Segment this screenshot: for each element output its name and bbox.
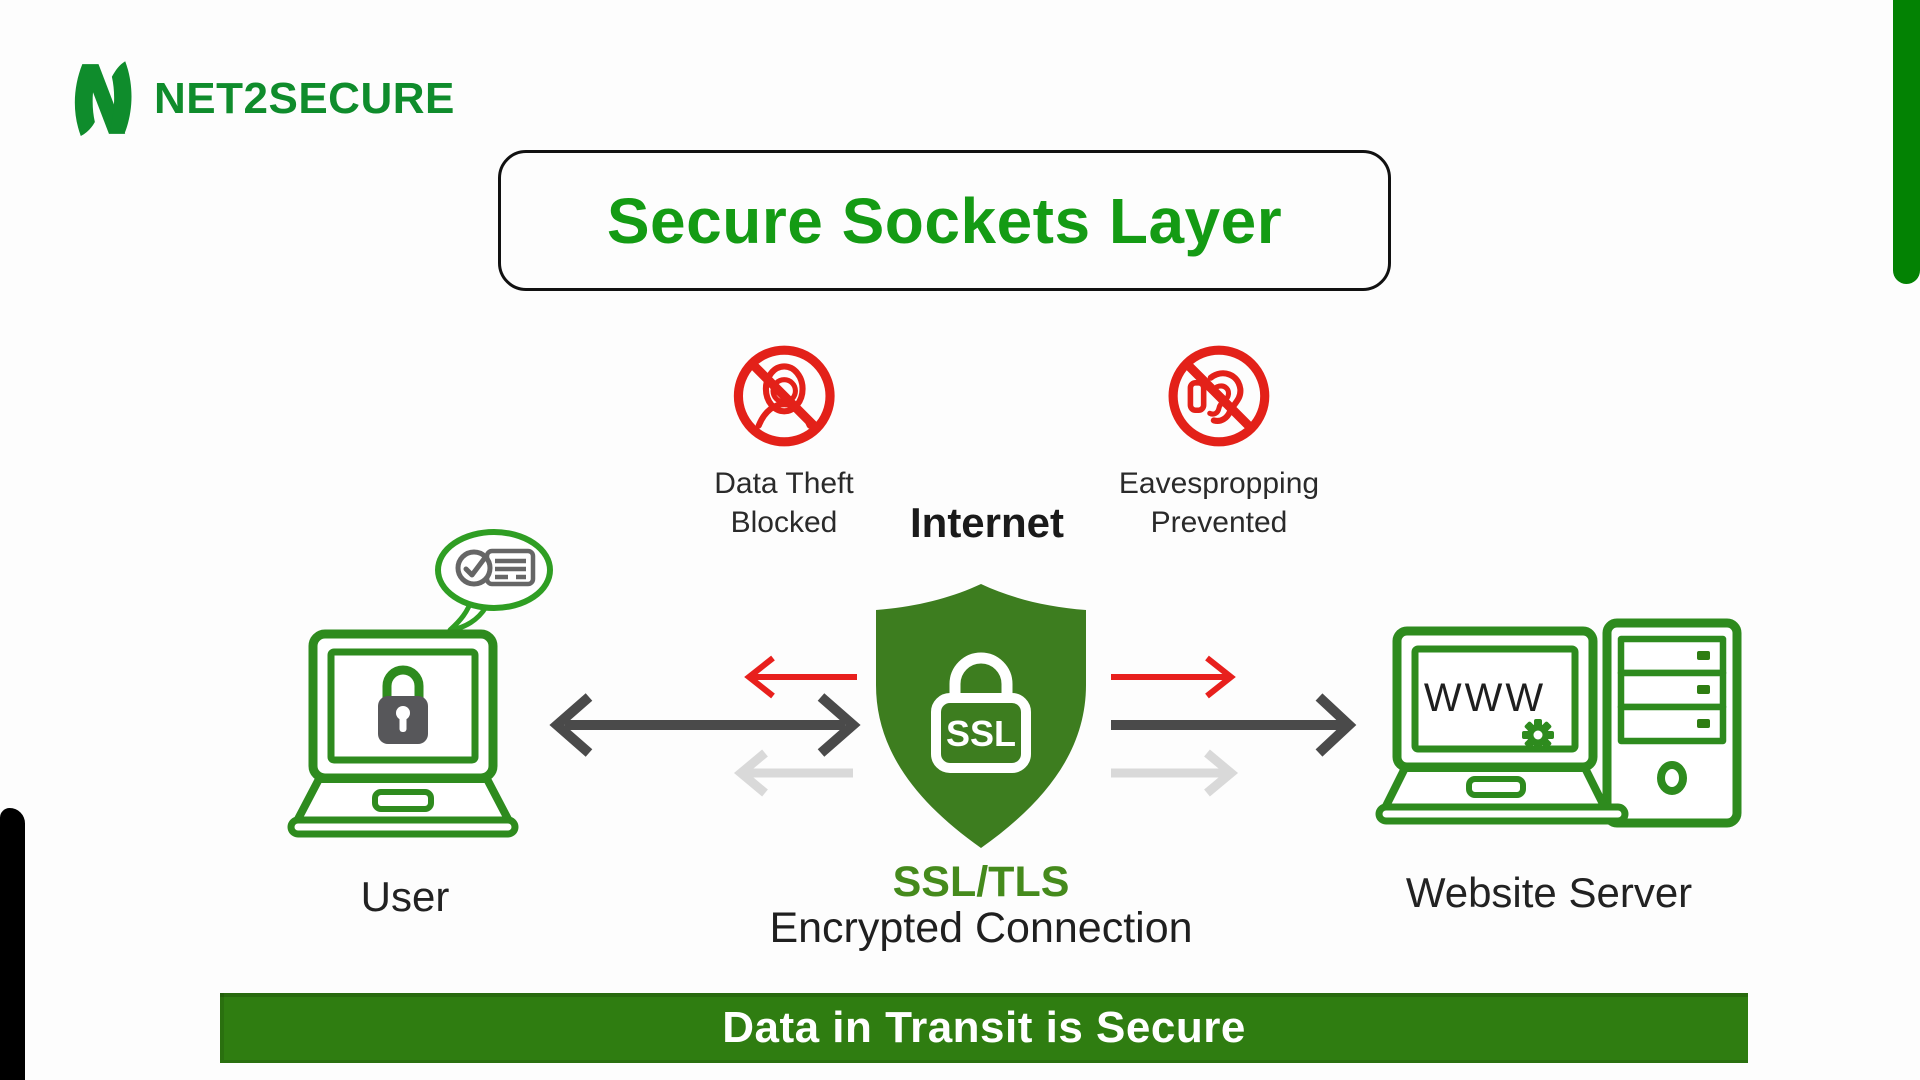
ssl-tls-caption: SSL/TLS — [892, 858, 1070, 906]
no-spy-icon — [733, 345, 835, 447]
data-theft-label-line2: Blocked — [730, 506, 838, 539]
right-connection-arrows — [1111, 655, 1357, 797]
red-arrow-right-icon — [1111, 655, 1236, 699]
data-theft-label: Data Theft Blocked — [714, 464, 854, 542]
data-theft-label-line1: Data Theft — [714, 467, 854, 500]
encrypted-connection-caption: Encrypted Connection — [769, 904, 1193, 952]
brand-logo: NET2SECURE — [66, 58, 455, 140]
banner-text: Data in Transit is Secure — [722, 1003, 1246, 1052]
internet-label: Internet — [909, 499, 1065, 546]
no-eavesdropping-icon — [1168, 345, 1270, 447]
eavesdropping-label-line2: Prevented — [1150, 506, 1288, 539]
page-title: Secure Sockets Layer — [606, 184, 1283, 257]
eavesdropping-label: Eavespropping Prevented — [1119, 464, 1319, 542]
dark-double-arrow-icon — [549, 693, 861, 757]
eavesdropping-label-line1: Eavespropping — [1118, 467, 1320, 500]
secure-laptop-icon — [287, 629, 519, 838]
eavesdropping-threat: Eavespropping Prevented — [1119, 340, 1319, 542]
website-server-label: Website Server — [1405, 869, 1693, 916]
padlock-icon — [378, 665, 428, 744]
net2secure-n-logo-icon — [74, 61, 132, 136]
brand-name: NET2SECURE — [154, 74, 455, 123]
right-edge-accent-bar — [1893, 0, 1920, 284]
red-arrow-left-icon — [744, 655, 857, 699]
server-tower-icon — [1602, 618, 1742, 828]
web-server-icon: WWW — [1375, 618, 1742, 828]
ssl-badge-text: SSL — [946, 713, 1016, 754]
light-arrow-left-icon — [733, 749, 853, 797]
user-label: User — [360, 873, 450, 920]
verified-transaction-bubble-icon — [435, 529, 553, 631]
gear-icon — [1522, 719, 1554, 751]
left-edge-bar — [0, 808, 25, 1080]
dark-arrow-right-icon — [1111, 693, 1357, 757]
bottom-banner: Data in Transit is Secure — [220, 993, 1748, 1063]
title-box: Secure Sockets Layer — [498, 150, 1391, 291]
data-theft-threat: Data Theft Blocked — [714, 340, 854, 542]
left-connection-arrows — [549, 655, 861, 797]
light-arrow-right-icon — [1111, 749, 1239, 797]
ssl-shield-icon: SSL — [876, 584, 1086, 848]
www-screen-text: WWW — [1424, 676, 1546, 720]
